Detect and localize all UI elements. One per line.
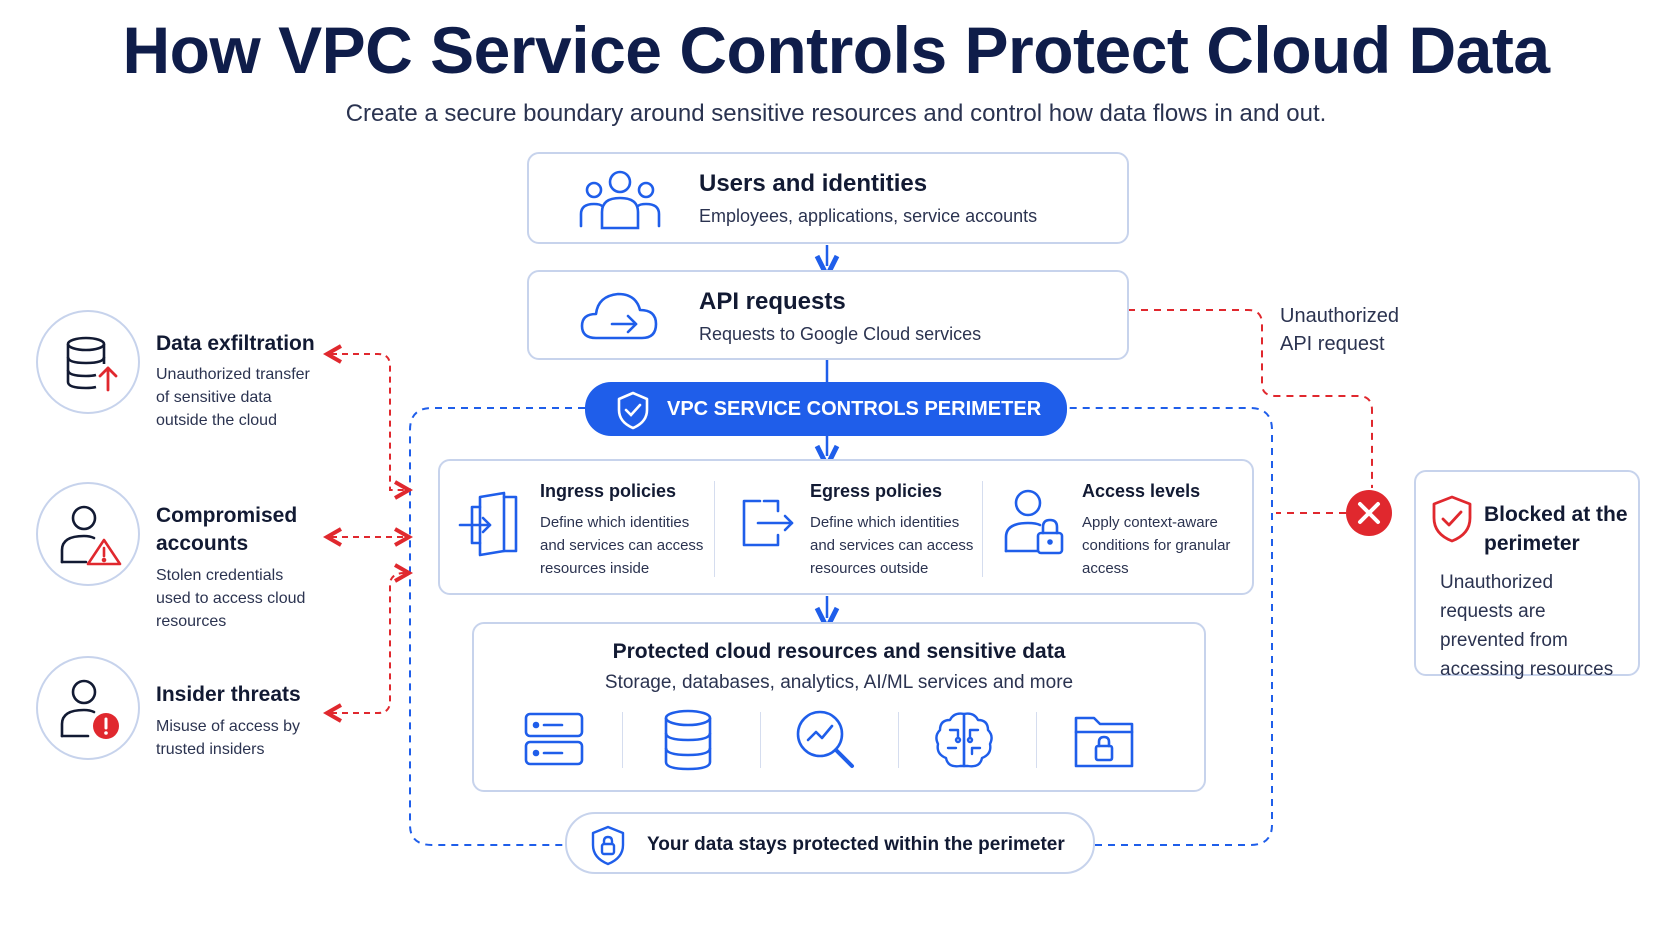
page-subtitle: Create a secure boundary around sensitiv…	[345, 100, 1327, 127]
egress-title: Egress policies	[810, 481, 943, 501]
resource-divider	[760, 712, 761, 768]
unauthorized-path	[1128, 309, 1373, 488]
protected-data-label: Your data stays protected within the per…	[647, 834, 1065, 855]
api-title: API requests	[699, 288, 846, 315]
locked-folder-icon	[1074, 716, 1134, 768]
api-subtitle: Requests to Google Cloud services	[699, 324, 982, 344]
ingress-desc: Define which identities and services can…	[540, 514, 704, 577]
resource-divider	[898, 712, 899, 768]
users-subtitle: Employees, applications, service account…	[699, 206, 1038, 226]
blocked-x-icon	[1346, 490, 1392, 536]
user-lock-icon	[1004, 489, 1064, 555]
ingress-icon	[458, 491, 518, 557]
protected-data-pill: Your data stays protected within the per…	[565, 812, 1095, 874]
policy-divider	[714, 481, 715, 577]
threat-insider-title: Insider threats	[156, 683, 301, 706]
egress-icon	[742, 499, 794, 547]
threat-compromised-title: Compromised accounts	[156, 504, 298, 555]
database-upload-icon	[66, 336, 118, 392]
access-levels-desc: Apply context-aware conditions for granu…	[1082, 514, 1231, 577]
user-alert-icon	[60, 679, 119, 739]
resource-divider	[1036, 712, 1037, 768]
user-warning-icon	[60, 505, 122, 566]
threat-insider-desc: Misuse of access by trusted insiders	[156, 718, 301, 758]
api-card: API requests Requests to Google Cloud se…	[527, 270, 1129, 360]
perimeter-label-pill: VPC SERVICE CONTROLS PERIMETER	[585, 382, 1067, 436]
cloud-request-icon	[580, 292, 658, 340]
resource-divider	[622, 712, 623, 768]
shield-check-icon	[617, 391, 649, 430]
threat-arrow-exfiltration	[331, 354, 405, 490]
blocked-card: Blocked at the perimeter Unauthorized re…	[1414, 470, 1640, 680]
database-icon	[664, 709, 712, 771]
blocked-desc: Unauthorized requests are prevented from…	[1440, 572, 1614, 680]
page-title: How VPC Service Controls Protect Cloud D…	[122, 13, 1550, 87]
perimeter-label: VPC SERVICE CONTROLS PERIMETER	[667, 398, 1042, 420]
access-levels-title: Access levels	[1082, 481, 1201, 501]
users-title: Users and identities	[699, 170, 928, 197]
threat-compromised-desc: Stolen credentials used to access cloud …	[156, 567, 306, 630]
resources-subtitle: Storage, databases, analytics, AI/ML ser…	[604, 672, 1074, 693]
blocked-title: Blocked at the perimeter	[1484, 503, 1628, 555]
policy-divider	[982, 481, 983, 577]
ai-brain-icon	[935, 712, 993, 768]
shield-lock-icon	[591, 825, 625, 866]
users-card: Users and identities Employees, applicat…	[527, 152, 1129, 244]
resources-card: Protected cloud resources and sensitive …	[472, 622, 1206, 792]
shield-check-red-icon	[1432, 495, 1472, 543]
threat-icon-circle	[36, 656, 140, 760]
threat-exfiltration-desc: Unauthorized transfer of sensitive data …	[156, 366, 310, 429]
analytics-icon	[796, 710, 854, 768]
resources-title: Protected cloud resources and sensitive …	[612, 640, 1066, 663]
threat-arrow-insider	[331, 573, 405, 713]
policies-card: Ingress policies Define which identities…	[438, 459, 1254, 595]
ingress-title: Ingress policies	[540, 481, 677, 501]
egress-desc: Define which identities and services can…	[810, 514, 974, 577]
server-icon	[524, 712, 584, 766]
users-group-icon	[579, 170, 661, 230]
threat-icon-circle	[36, 310, 140, 414]
threat-icon-circle	[36, 482, 140, 586]
threat-exfiltration-title: Data exfiltration	[156, 332, 315, 355]
perimeter-boundary	[409, 407, 1273, 846]
unauthorized-label: Unauthorized API request	[1280, 305, 1399, 355]
